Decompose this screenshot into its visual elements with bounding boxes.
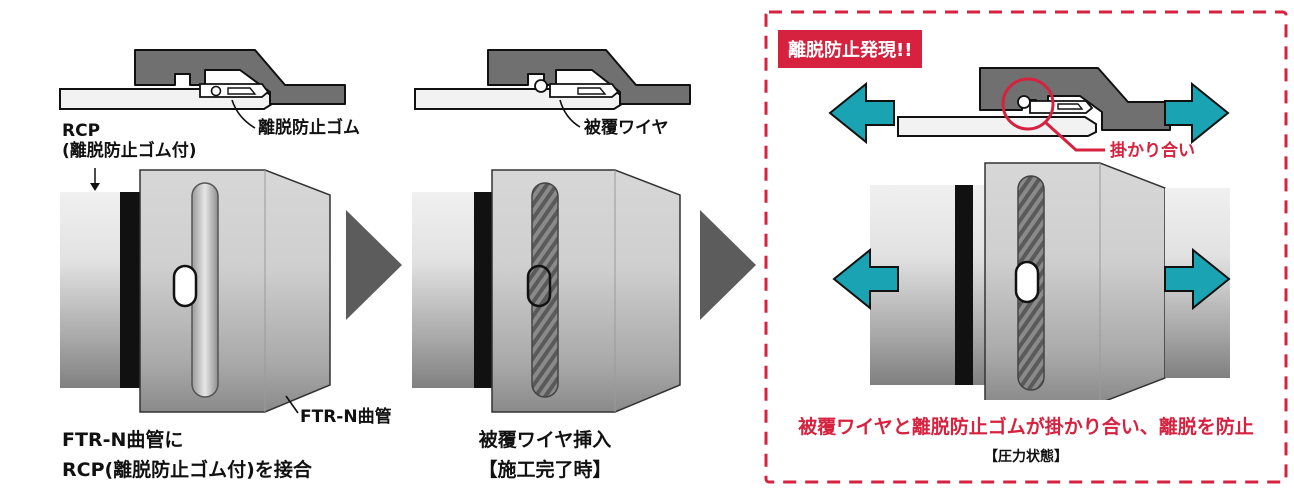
- panel1-caption: FTR-N曲管に RCP(離脱防止ゴム付)を接合: [62, 425, 312, 485]
- right-pull-arrow-icon: [1164, 81, 1230, 145]
- panel3-sub-caption: 【圧力状態】: [984, 449, 1068, 465]
- step-arrow-icon: [700, 210, 756, 320]
- panel1-pipe-view: [60, 168, 331, 414]
- left-pull-arrow-icon: [832, 247, 899, 311]
- rcp-label-line2: (離脱防止ゴム付): [62, 141, 197, 161]
- panel3-caption: 被覆ワイヤと離脱防止ゴムが掛かり合い、離脱を防止: [798, 416, 1254, 438]
- panel3-cross-section: [897, 67, 1171, 152]
- panel2-cross-section: [414, 49, 691, 128]
- wire-label: 被覆ワイヤ: [584, 118, 669, 138]
- panel2-caption-line1: 被覆ワイヤ挿入: [478, 429, 612, 451]
- rcp-label-line1: RCP: [62, 121, 101, 141]
- highlight-frame: [764, 10, 1288, 484]
- rubber-label: 離脱防止ゴム: [258, 118, 360, 138]
- panel2-pipe-view: [412, 169, 681, 413]
- left-pull-arrow-icon: [828, 81, 895, 145]
- panel2-caption: 被覆ワイヤ挿入 【施工完了時】: [440, 425, 650, 485]
- bend-label: FTR-N曲管: [300, 407, 392, 427]
- right-pull-arrow-icon: [1164, 247, 1231, 311]
- engage-label: 掛かり合い: [1110, 141, 1195, 161]
- rcp-label: RCP (離脱防止ゴム付): [62, 121, 197, 161]
- panel1-caption-line2: RCP(離脱防止ゴム付)を接合: [62, 459, 312, 481]
- panel1-cross-section: [59, 49, 346, 129]
- step-arrow-icon: [346, 210, 402, 320]
- panel1-caption-line1: FTR-N曲管に: [62, 429, 184, 451]
- prevention-badge: 離脱防止発現!!: [778, 30, 923, 68]
- panel2-caption-line2: 【施工完了時】: [478, 459, 612, 481]
